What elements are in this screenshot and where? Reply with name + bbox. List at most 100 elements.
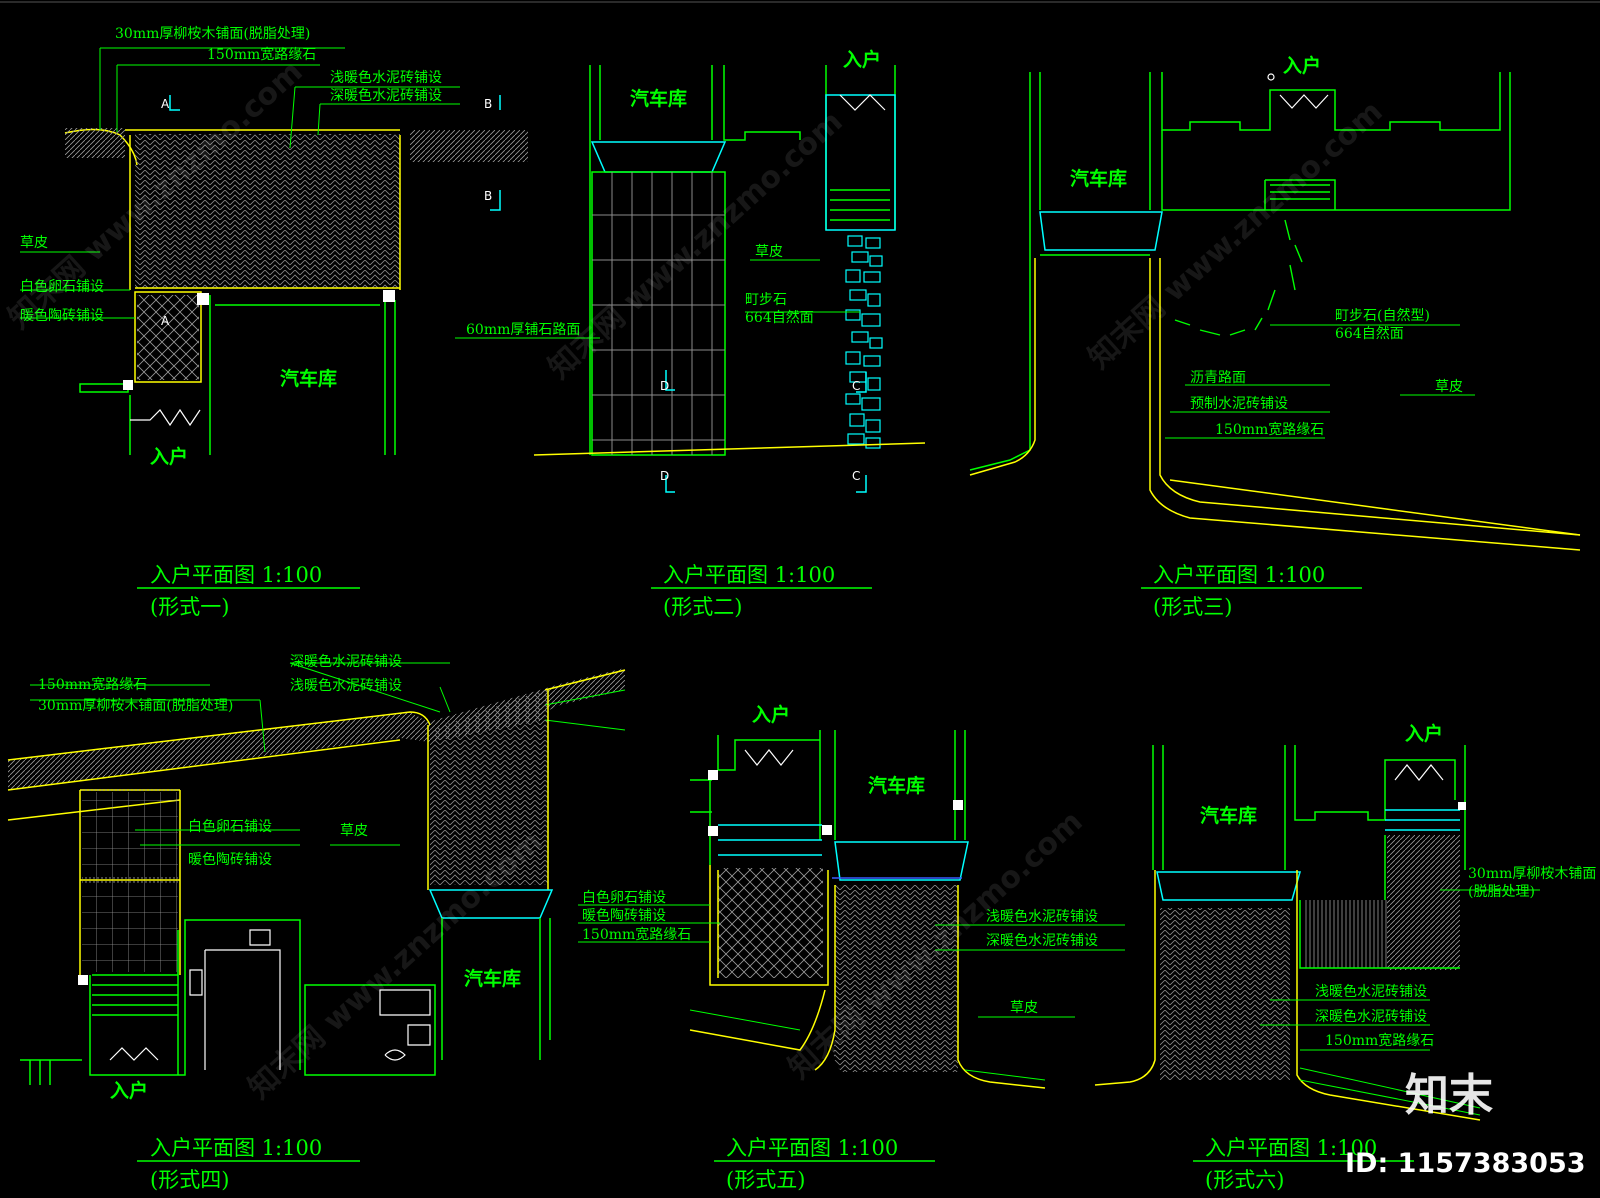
steps [718,824,822,856]
label-grass: 草皮 [20,235,48,251]
column-1 [708,770,718,780]
label-entrance: 入户 [752,703,790,726]
building-outline [1161,72,1511,211]
label-stone-path: 60mm厚铺石路面 [466,322,580,338]
watermark-text-2: 知末网 www.znzmo.com [542,104,849,386]
label-entrance: 入户 [1405,722,1443,745]
plan-title: 入户平面图 1:100 [150,1136,322,1160]
label-ceramic: 暖色陶砖铺设 [582,907,666,924]
plan-title: 入户平面图 1:100 [150,563,322,587]
label-garage: 汽车库 [1200,804,1257,827]
label-ceramic: 暖色陶砖铺设 [20,307,104,324]
label-dark-brick: 深暖色水泥砖铺设 [330,87,442,104]
stone-path-outline [591,171,726,456]
deck-outline [1299,835,1460,969]
form-label: (形式五) [726,1168,805,1192]
leader-lines-left [20,251,135,319]
image-id-watermark: ID: 1157383053 [1345,1148,1586,1179]
column-3 [822,825,832,835]
panel-form-4: 深暖色水泥砖铺设 150mm宽路缘石 浅暖色水泥砖铺设 30mm厚柳桉木铺面(脱… [7,653,626,1192]
label-grass: 草皮 [1010,1000,1038,1016]
door-swing [1394,764,1444,781]
leader-lines [455,259,860,339]
marker-b-top: B [484,97,492,111]
bathroom [304,984,436,1076]
pebble-outline [709,865,829,986]
panel-form-6: 30mm厚柳桉木铺面 (脱脂处理) 浅暖色水泥砖铺设 深暖色水泥砖铺设 150m… [1094,722,1596,1192]
cement-brick-area [833,885,958,1072]
plan-title: 入户平面图 1:100 [726,1136,898,1160]
form-label: (形式一) [150,595,229,619]
label-light-brick: 浅暖色水泥砖铺设 [986,908,1098,925]
garage-walls [589,65,896,455]
cement-brick-area [1160,908,1290,1080]
label-natural-finish: 664自然面 [1335,325,1404,342]
path-edge [544,689,626,731]
panel-form-2: 草皮 町步石 664自然面 60mm厚铺石路面 D C D C 汽车库 入户 入… [455,48,926,619]
watermark-text-4: 知末网 www.znzmo.com [242,824,549,1106]
label-curb: 150mm宽路缘石 [1215,421,1324,438]
label-curb: 150mm宽路缘石 [1325,1032,1434,1049]
label-dark-brick: 深暖色水泥砖铺设 [1315,1008,1427,1025]
plan-title: 入户平面图 1:100 [1153,563,1325,587]
label-grass: 草皮 [340,823,368,839]
wood-deck-band [8,668,625,790]
label-garage: 汽车库 [630,87,687,110]
marker-c-bottom: C [852,469,860,483]
road-edge [1169,479,1581,536]
door-swing [130,408,201,427]
marker-d-mid: D [660,379,669,393]
label-asphalt: 沥青路面 [1190,370,1246,386]
label-pebble: 白色卵石铺设 [20,278,104,295]
label-entrance: 入户 [110,1079,148,1102]
leader-lines-top [30,662,451,753]
label-pebble: 白色卵石铺设 [188,818,272,835]
form-label: (形式六) [1205,1168,1284,1192]
wood-deck-area [1387,835,1460,970]
steps [1385,809,1460,831]
garage-door [1156,871,1301,901]
garage-door [1039,211,1163,251]
fixtures [189,929,271,996]
path-band-right [410,130,528,162]
ticks [690,779,712,813]
label-wood-deck: 30mm厚柳桉木铺面 [1468,865,1596,882]
pebble-strip-top [82,787,178,793]
column-1 [78,975,88,985]
steps [830,189,890,221]
label-entrance: 入户 [843,48,881,71]
plan-title: 入户平面图 1:100 [1205,1136,1377,1160]
panel-form-5: 白色卵石铺设 暖色陶砖铺设 150mm宽路缘石 浅暖色水泥砖铺设 深暖色水泥砖铺… [578,703,1125,1192]
door-swing [1279,94,1329,109]
label-dark-brick: 深暖色水泥砖铺设 [290,653,402,670]
label-garage: 汽车库 [868,774,925,797]
pebble-area [137,295,199,380]
path-band-left [65,128,125,158]
label-curb: 150mm宽路缘石 [582,926,691,943]
paving-outline [125,129,401,290]
cement-brick-area [135,134,400,288]
label-stepping-stone: 町步石(自然型) [1335,307,1430,324]
room-walls [89,919,301,1076]
north-mark [1267,73,1275,81]
label-wood-deck: 30mm厚柳桉木铺面(脱脂处理) [115,25,310,42]
pebble-strip-mid [82,877,178,883]
stepping-stones [845,235,883,449]
step-bar [79,383,129,393]
label-degreased: (脱脂处理) [1468,884,1535,900]
driveway-edges [1094,870,1481,1121]
entrance-porch [825,94,896,231]
section-marks [169,95,501,211]
building-walls [969,72,1501,471]
label-curb: 150mm宽路缘石 [207,46,316,63]
leader-lines [1260,889,1540,1051]
label-light-brick: 浅暖色水泥砖铺设 [290,677,402,694]
marker-d-bottom: D [660,469,669,483]
marker-b-mid: B [484,189,492,203]
label-stepping-stone: 町步石 [745,292,787,308]
column-4 [953,800,963,810]
driveway-edges [969,258,1581,551]
label-dark-brick: 深暖色水泥砖铺设 [986,932,1098,949]
road-edge [689,1009,1046,1081]
